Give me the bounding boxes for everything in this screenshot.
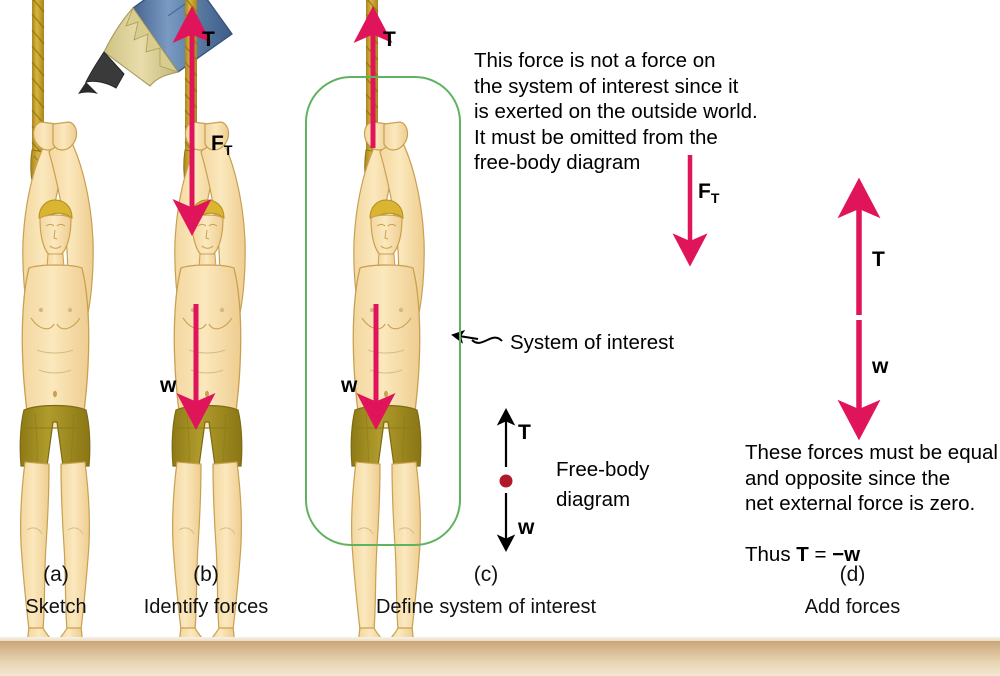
panel-b-ft-subscript: T <box>223 142 233 159</box>
panel-c-caption-text: Define system of interest <box>375 596 597 618</box>
equilibrium-note-line-3: net external force is zero. <box>745 492 976 515</box>
panel-a-letter: (a) <box>43 563 69 586</box>
panel-c-caption: (c) Define system of interest <box>342 563 630 619</box>
panel-c-weight-label: w <box>341 374 358 397</box>
free-body-weight-label: w <box>518 516 535 539</box>
panel-b-caption-text: Identify forces <box>143 596 269 618</box>
system-of-interest-boundary <box>305 76 461 546</box>
bottom-shelf <box>0 641 1000 676</box>
equilibrium-note-line-1: These forces must be equal <box>745 441 998 464</box>
equilibrium-thus-text: Thus <box>745 543 797 566</box>
panel-c-artwork <box>350 0 425 655</box>
equilibrium-T-symbol: T <box>796 543 809 566</box>
panel-b-tension-label: T <box>202 28 215 51</box>
panel-b-caption: (b) Identify forces <box>126 563 286 619</box>
free-body-point-mass <box>499 474 513 488</box>
equilibrium-equals: = <box>808 543 833 566</box>
equilibrium-minus-sign: − <box>832 543 845 566</box>
panel-a-caption-text: Sketch <box>25 596 87 618</box>
panel-b-letter: (b) <box>193 563 219 586</box>
omitted-force-label: FT <box>698 180 719 206</box>
system-of-interest-label: System of interest <box>510 331 675 354</box>
panel-d-caption: (d) Add forces <box>760 563 945 619</box>
omitted-force-note: This force is not a force on the system … <box>474 49 758 174</box>
panel-d-caption-text: Add forces <box>804 596 901 618</box>
panel-b-artwork <box>171 0 246 655</box>
free-body-tension-label: T <box>518 421 531 444</box>
equilibrium-w-symbol: w <box>844 543 861 566</box>
panel-b-ft-symbol: F <box>211 132 224 155</box>
free-body-diagram-sketch <box>496 408 516 552</box>
panel-a-caption: (a) Sketch <box>0 563 112 619</box>
panel-d-letter: (d) <box>839 563 866 586</box>
omitted-force-subscript: T <box>710 190 720 207</box>
panel-c-tension-label: T <box>383 28 396 51</box>
equilibrium-note: These forces must be equal and opposite … <box>745 440 1000 568</box>
equilibrium-note-line-2: and opposite since the <box>745 466 951 490</box>
panel-b-ft-label: FT <box>211 132 232 158</box>
system-of-interest-pointer <box>451 329 503 344</box>
panel-d-weight-label: w <box>872 355 889 378</box>
panel-d-tension-label: T <box>872 248 885 271</box>
panel-b-weight-label: w <box>160 374 177 397</box>
shelf-highlight <box>0 637 1000 642</box>
panel-c-letter: (c) <box>473 563 499 586</box>
free-body-diagram-label: Free-body diagram <box>556 458 650 511</box>
omitted-force-symbol: F <box>698 180 711 203</box>
equilibrium-conclusion: Thus T = −w <box>745 517 1000 568</box>
